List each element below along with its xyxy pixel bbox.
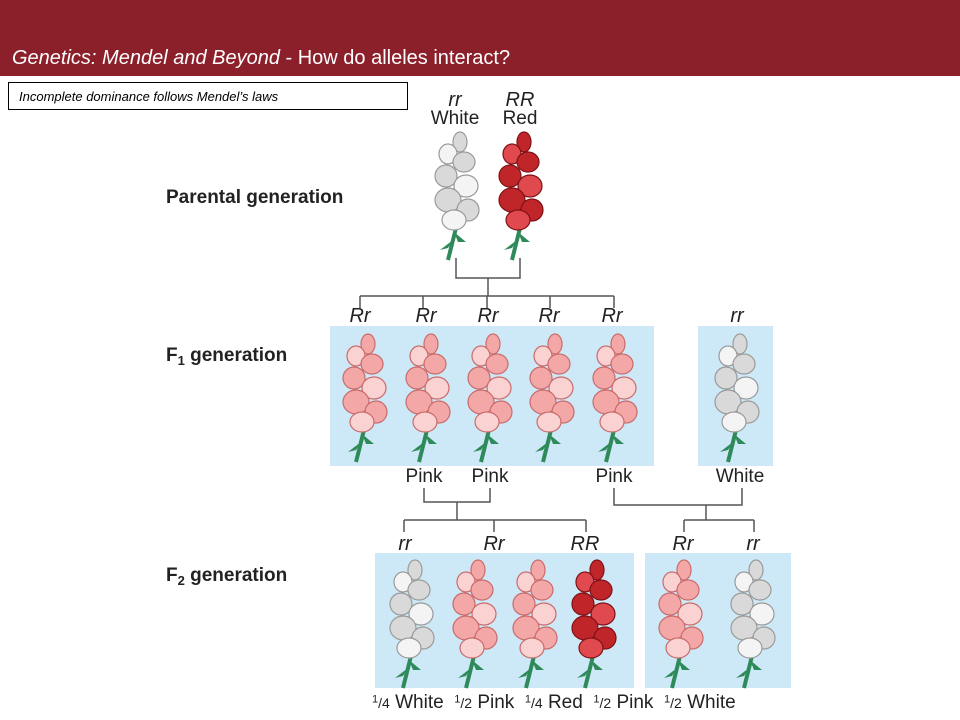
f2-pink-flower-1-wrap	[444, 556, 502, 701]
ratio-label-1: White	[395, 692, 444, 713]
ratio-label-5: White	[687, 692, 736, 713]
parent-white-flower-wrap	[426, 128, 484, 273]
f1-testcross-genotype: rr	[730, 305, 744, 327]
title-topic: Genetics: Mendel and Beyond	[12, 47, 280, 69]
f1-white-flower-wrap	[706, 330, 764, 475]
f2-genotype-1: rr	[398, 533, 412, 555]
f1-pink-flower-1	[342, 333, 388, 463]
subtitle-box: Incomplete dominance follows Mendel’s la…	[8, 82, 408, 110]
f2-pink-flower-2	[512, 559, 558, 689]
f1-genotype-5: Rr	[601, 305, 623, 327]
f1-genotype-3: Rr	[477, 305, 499, 327]
parent-white-flower	[434, 131, 480, 261]
title-separator: -	[279, 47, 298, 69]
f1-white-flower	[714, 333, 760, 463]
f2-pink-flower-3	[658, 559, 704, 689]
f1-phenotype-3: Pink	[595, 466, 633, 487]
f1-genotype-1: Rr	[349, 305, 371, 327]
parent-red-flower-wrap	[490, 128, 548, 273]
f1-pink-flower-3	[467, 333, 513, 463]
f1-pink-flower-4-wrap	[521, 330, 579, 475]
f1-pink-flower-4	[529, 333, 575, 463]
slide-title: Genetics: Mendel and Beyond - How do all…	[12, 47, 510, 70]
ratio-label-3: Red	[547, 692, 583, 713]
f1-pink-flower-1-wrap	[334, 330, 392, 475]
title-question: How do alleles interact?	[297, 47, 511, 69]
f2-red-flower	[571, 559, 617, 689]
subtitle-text: Incomplete dominance follows Mendel’s la…	[19, 89, 279, 104]
parent-white-genotype: rr	[448, 89, 462, 111]
f2-generation-label: F2 generation	[166, 565, 288, 588]
f1-pink-flower-5-wrap	[584, 330, 642, 475]
parent-red-flower	[498, 131, 544, 261]
f2-white-flower-1	[389, 559, 435, 689]
f2-ratio-row: 1/4 White 1/2 Pink 1/4 Red 1/2 Pink 1/2 …	[372, 692, 736, 714]
ratio-label-4: Pink	[616, 692, 654, 713]
ratio-fraction-3: 1/4	[524, 693, 543, 711]
f1-genotype-2: Rr	[415, 305, 437, 327]
title-bar: Genetics: Mendel and Beyond - How do all…	[0, 0, 960, 76]
f1-pink-flower-5	[592, 333, 638, 463]
f2-genotype-4: Rr	[672, 533, 694, 555]
f2-white-flower-1-wrap	[381, 556, 439, 701]
f1-pink-flower-2	[405, 333, 451, 463]
ratio-fraction-1: 1/4	[372, 693, 390, 711]
ratio-fraction-5: 1/2	[664, 693, 682, 711]
parent-red-phenotype: Red	[502, 108, 538, 129]
parental-generation-label: Parental generation	[166, 187, 344, 208]
ratio-fraction-4: 1/2	[593, 693, 612, 711]
f1-phenotype-4: White	[715, 466, 765, 487]
f2-genotype-5: rr	[746, 533, 760, 555]
ratio-label-2: Pink	[477, 692, 515, 713]
f2-pink-flower-1	[452, 559, 498, 689]
ratio-fraction-2: 1/2	[454, 693, 473, 711]
f1-genotype-4: Rr	[538, 305, 560, 327]
f2-white-flower-2-wrap	[722, 556, 780, 701]
parent-red-genotype: RR	[505, 89, 535, 111]
f1-phenotype-1: Pink	[405, 466, 443, 487]
f2-genotype-2: Rr	[483, 533, 505, 555]
f1-pink-flower-3-wrap	[459, 330, 517, 475]
f1-pink-flower-2-wrap	[397, 330, 455, 475]
f2-pink-flower-3-wrap	[650, 556, 708, 701]
f1-phenotype-2: Pink	[471, 466, 509, 487]
f1-generation-label: F1 generation	[166, 345, 288, 368]
parent-white-phenotype: White	[430, 108, 480, 129]
f2-red-flower-wrap	[563, 556, 621, 701]
f2-pink-flower-2-wrap	[504, 556, 562, 701]
f2-white-flower-2	[730, 559, 776, 689]
f2-genotype-3: RR	[570, 533, 600, 555]
